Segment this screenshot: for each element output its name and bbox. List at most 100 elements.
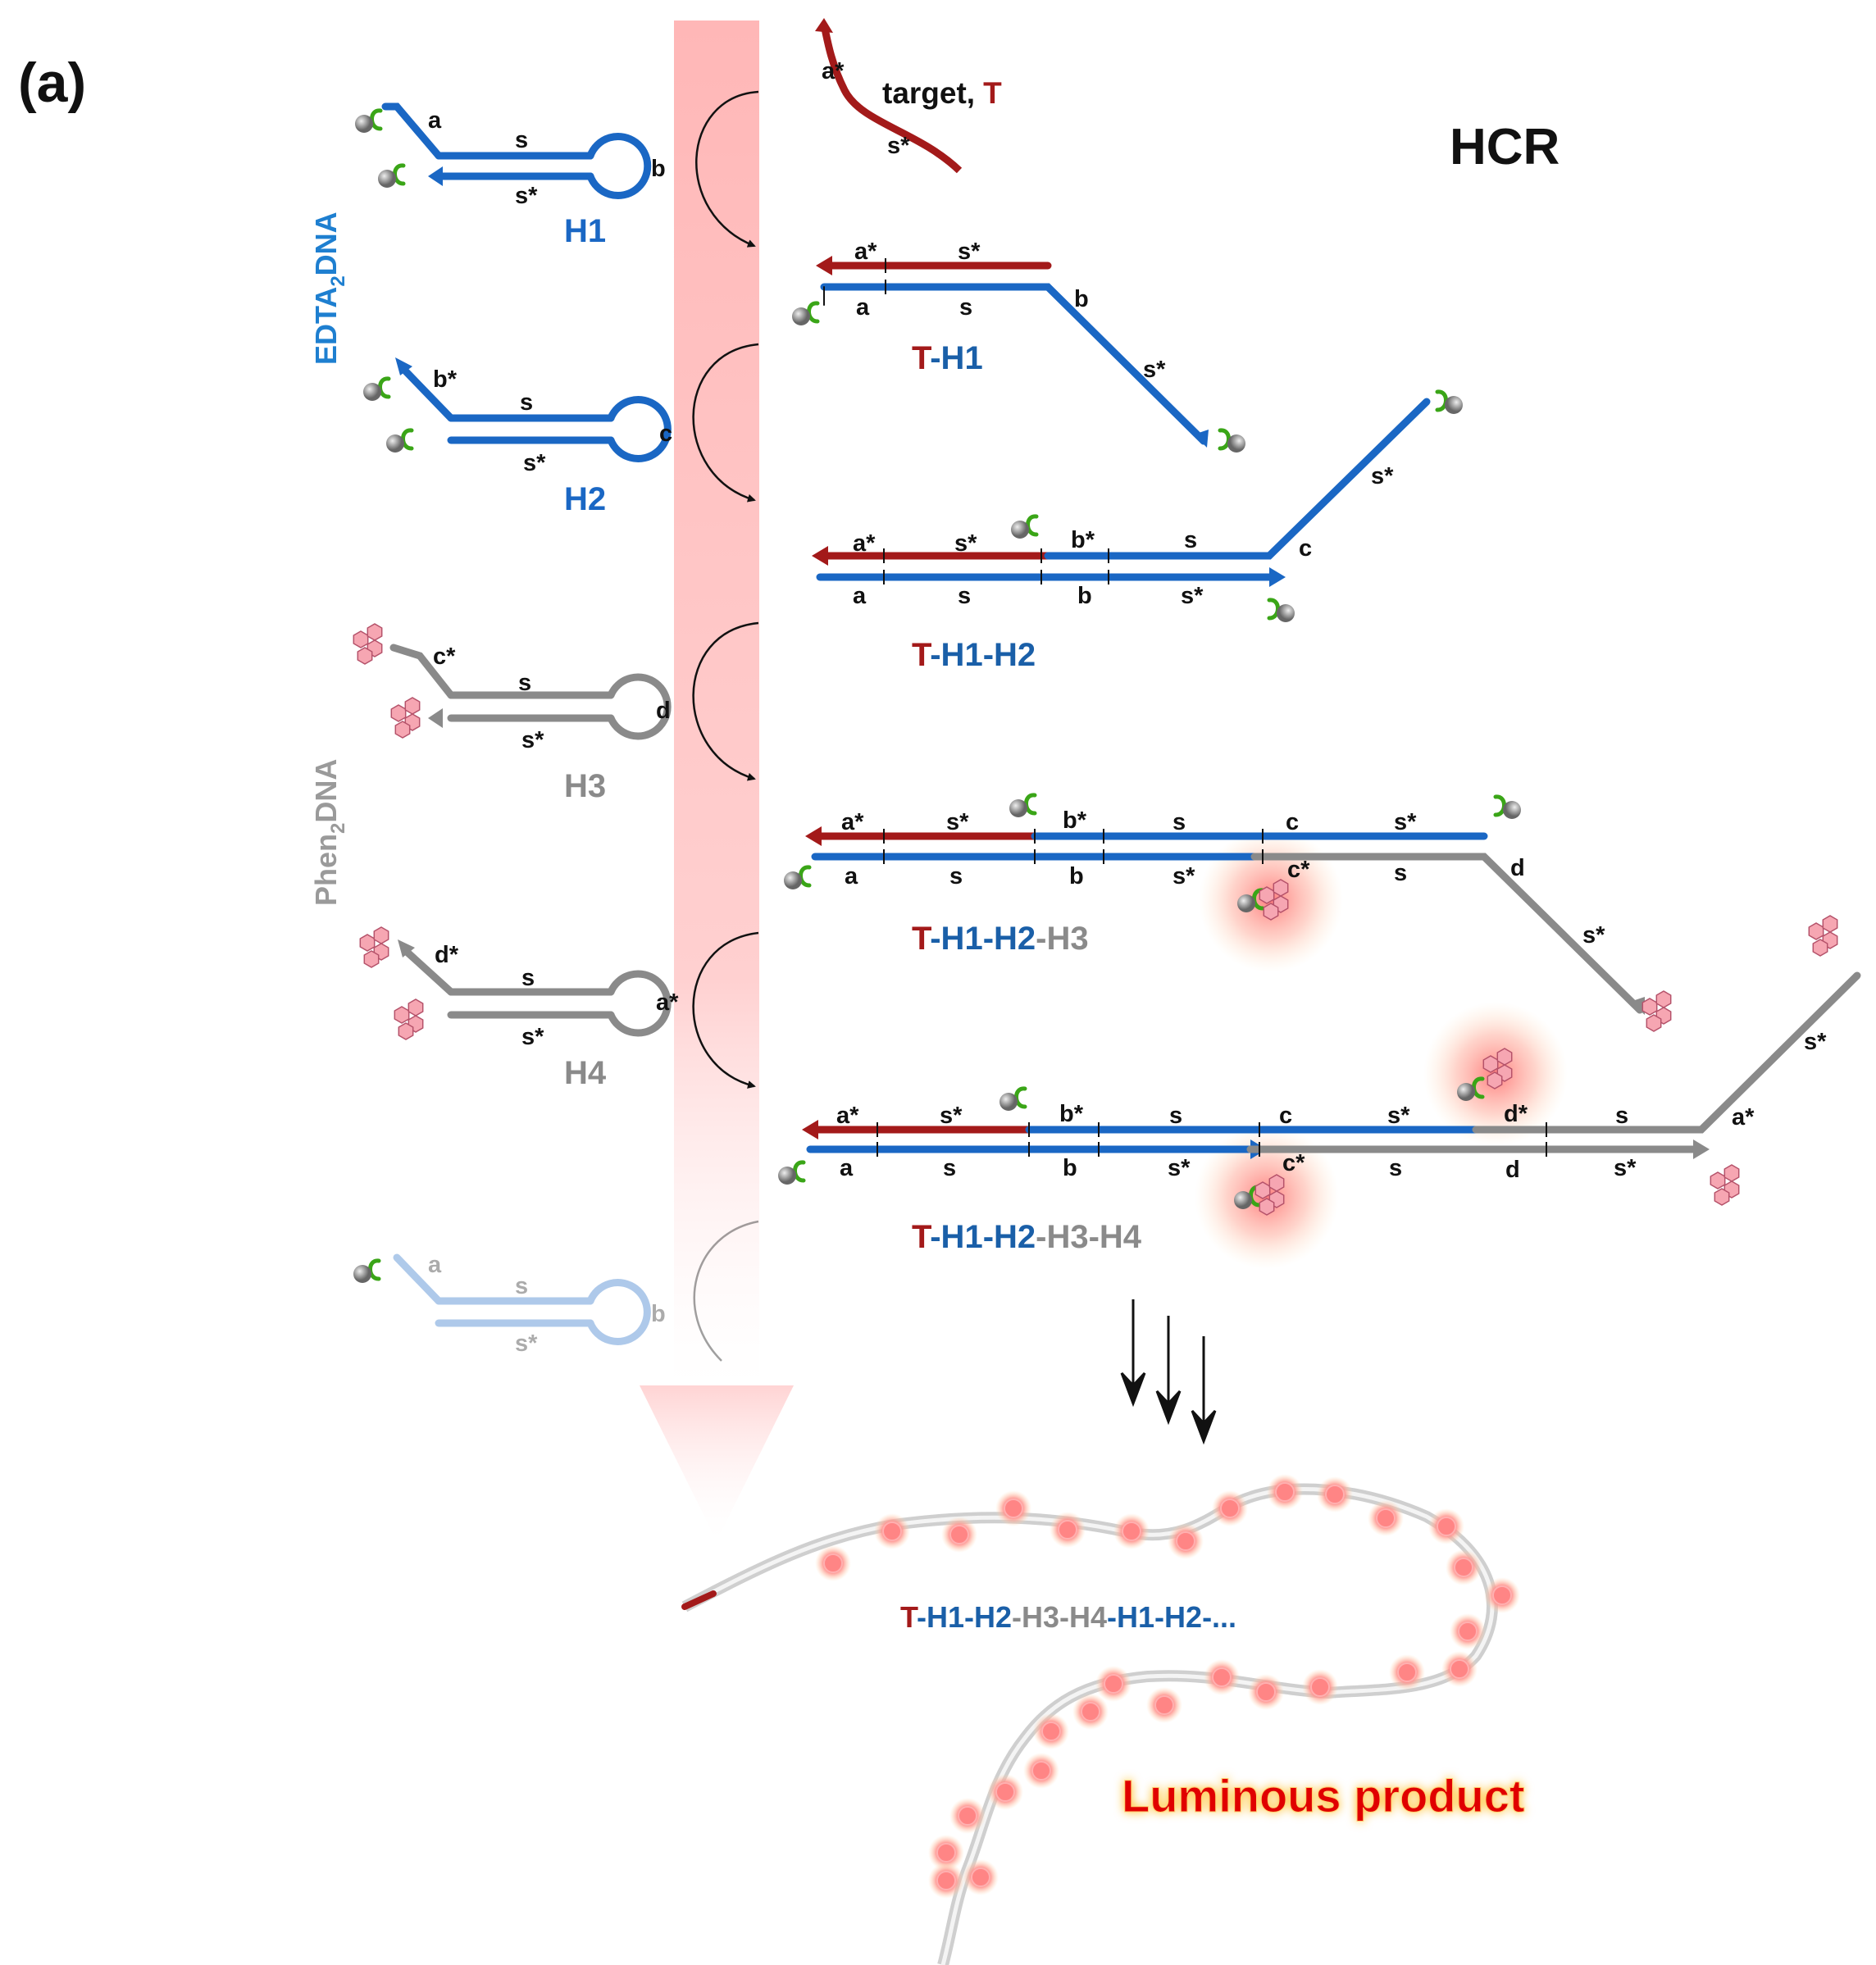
product-label: T-H1-H2-H3-H4-H1-H2-... xyxy=(900,1600,1236,1634)
green-hook xyxy=(1472,1076,1485,1099)
svg-text:s: s xyxy=(1389,1155,1402,1181)
svg-text:s*: s* xyxy=(1371,463,1394,489)
gray-ball xyxy=(355,115,373,133)
glow-bead-core xyxy=(995,1782,1015,1802)
hexagon xyxy=(1263,903,1279,921)
ball-hook-end xyxy=(1011,514,1039,539)
svg-text:b*: b* xyxy=(1063,807,1087,834)
svg-text:a*: a* xyxy=(1732,1104,1755,1130)
t-h1-h2-label: T-H1-H2 xyxy=(912,637,1036,673)
t-h1-h2-h3-label: T-H1-H2-H3 xyxy=(912,921,1089,957)
hexagon xyxy=(367,623,383,641)
glow-bead-core xyxy=(1376,1508,1396,1528)
glow-bead-core xyxy=(1458,1622,1478,1641)
hexagon xyxy=(1646,1014,1662,1032)
hexagon xyxy=(1808,922,1824,940)
svg-text:a*: a* xyxy=(822,58,845,84)
hairpin-h2: b* s c s* H2 xyxy=(395,357,672,517)
svg-text:s*: s* xyxy=(1582,922,1605,948)
glow-beads xyxy=(815,1474,1520,1899)
hexagon xyxy=(1268,1174,1285,1192)
glow-bead-core xyxy=(1492,1585,1512,1605)
green-hook xyxy=(393,163,406,186)
segment-ticks xyxy=(877,258,1547,1157)
green-hook xyxy=(807,301,820,324)
hairpin-h1-faded: a s b s* xyxy=(393,1252,666,1357)
svg-text:s: s xyxy=(958,583,971,609)
ball-hook-end xyxy=(792,301,820,325)
glow-bead-core xyxy=(936,1843,956,1863)
hexagon xyxy=(1273,879,1289,897)
svg-text:s: s xyxy=(1172,809,1186,835)
svg-text:s*: s* xyxy=(1804,1029,1827,1055)
svg-text:a: a xyxy=(845,863,858,889)
h1-label: H1 xyxy=(564,213,606,249)
hexagon xyxy=(394,721,411,739)
glow-bead-core xyxy=(1450,1659,1469,1679)
strand-end-groups xyxy=(353,108,1838,1283)
gray-ball xyxy=(999,1093,1018,1111)
ball-hook-end xyxy=(1457,1076,1485,1101)
hairpin-h4: d* s a* s* H4 xyxy=(398,939,679,1091)
svg-text:s*: s* xyxy=(940,1103,963,1129)
gray-ball xyxy=(792,307,810,325)
h3-label: H3 xyxy=(564,768,606,804)
glow-bead-core xyxy=(949,1525,969,1544)
svg-text:b: b xyxy=(651,1301,666,1327)
hexagon xyxy=(1496,1048,1513,1066)
ball-hook-end xyxy=(784,865,812,889)
svg-text:s*: s* xyxy=(1168,1155,1191,1181)
phen-hexagon-cluster xyxy=(1642,990,1672,1032)
gray-ball xyxy=(778,1167,796,1185)
svg-text:d*: d* xyxy=(1504,1101,1528,1127)
svg-text:s*: s* xyxy=(1394,809,1417,835)
svg-text:a: a xyxy=(840,1155,854,1181)
phen-hexagon-cluster xyxy=(353,623,383,665)
phen-hexagon-cluster xyxy=(394,998,424,1040)
svg-text:a: a xyxy=(428,1252,442,1278)
hexagon xyxy=(359,934,376,952)
svg-text:s: s xyxy=(943,1155,956,1181)
green-hook xyxy=(378,376,391,399)
green-hook xyxy=(793,1160,806,1183)
glow-bead-core xyxy=(1176,1531,1195,1551)
glow-bead-core xyxy=(958,1806,977,1826)
t-h1-h2-h3-h4-label: T-H1-H2-H3-H4 xyxy=(912,1219,1142,1255)
svg-text:s*: s* xyxy=(1614,1155,1637,1181)
hexagon xyxy=(1259,1198,1275,1216)
svg-text:s: s xyxy=(1169,1103,1182,1129)
gray-ball xyxy=(378,170,396,188)
svg-text:s: s xyxy=(1184,527,1197,553)
ball-hook-end xyxy=(1267,598,1295,622)
gray-ball xyxy=(386,434,404,453)
svg-text:a*: a* xyxy=(853,530,876,557)
hexagon xyxy=(1259,886,1275,904)
svg-text:a: a xyxy=(428,107,442,134)
svg-text:b*: b* xyxy=(1071,527,1095,553)
hexagon xyxy=(394,1006,410,1024)
t-h1-label: T-H1 xyxy=(912,340,983,376)
glow-bead-core xyxy=(1212,1667,1232,1687)
glow-bead-core xyxy=(1220,1499,1240,1518)
green-hook xyxy=(370,108,383,131)
svg-text:s*: s* xyxy=(887,133,910,159)
gray-ball xyxy=(784,871,802,889)
hairpin-h1: a s b s* H1 xyxy=(381,102,666,249)
phen-hexagon-cluster xyxy=(1254,1174,1285,1216)
svg-text:a*: a* xyxy=(854,239,877,265)
green-hook xyxy=(1014,1086,1027,1109)
h4-label: H4 xyxy=(564,1055,607,1091)
svg-text:b*: b* xyxy=(1059,1101,1084,1127)
svg-text:s*: s* xyxy=(1387,1103,1410,1129)
svg-text:d*: d* xyxy=(435,942,459,968)
ball-hook-end xyxy=(355,108,383,133)
glow-bead-core xyxy=(1122,1522,1141,1541)
complex-t-h1-h2: a* s* b* s c s* a s b s* T-H1-H2 xyxy=(812,398,1431,673)
ball-hook-end xyxy=(999,1086,1027,1111)
ball-hook-end xyxy=(778,1160,806,1185)
hexagon xyxy=(353,630,369,648)
svg-text:s*: s* xyxy=(954,530,977,557)
down-arrows xyxy=(1120,1299,1217,1445)
svg-text:s: s xyxy=(515,1273,528,1299)
